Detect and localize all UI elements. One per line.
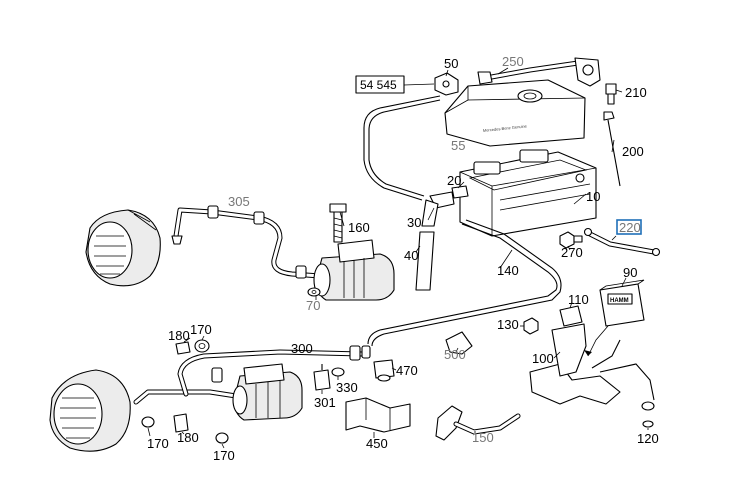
bracket-500[interactable] bbox=[445, 331, 473, 355]
cable-150[interactable] bbox=[435, 405, 521, 441]
reference-box bbox=[355, 75, 405, 94]
cable-140[interactable] bbox=[367, 219, 562, 347]
grommet-170c[interactable] bbox=[215, 432, 229, 444]
battery-clamp-50[interactable] bbox=[434, 72, 459, 96]
callout-90[interactable]: 90 bbox=[623, 265, 637, 280]
callout-150[interactable]: 150 bbox=[472, 430, 494, 445]
callout-10[interactable]: 10 bbox=[586, 189, 600, 204]
highlight-box-220 bbox=[616, 219, 642, 235]
callout-180b[interactable]: 180 bbox=[177, 430, 199, 445]
svg-text:HAMM: HAMM bbox=[610, 298, 629, 304]
callout-300[interactable]: 300 bbox=[291, 341, 313, 356]
cable-250[interactable] bbox=[477, 57, 601, 87]
cable-300[interactable] bbox=[133, 345, 371, 405]
bracket-450[interactable] bbox=[345, 397, 411, 433]
callout-100[interactable]: 100 bbox=[532, 351, 554, 366]
alternator-upper[interactable] bbox=[85, 209, 161, 287]
callout-450[interactable]: 450 bbox=[366, 436, 388, 451]
callout-110[interactable]: 110 bbox=[568, 292, 589, 307]
callout-170b[interactable]: 170 bbox=[147, 436, 169, 451]
vent-hose[interactable] bbox=[415, 185, 469, 291]
callout-470[interactable]: 470 bbox=[396, 363, 418, 378]
callout-170c[interactable]: 170 bbox=[213, 448, 235, 463]
callout-120[interactable]: 120 bbox=[637, 431, 659, 446]
callout-50[interactable]: 50 bbox=[444, 56, 458, 71]
grommet-170b[interactable] bbox=[141, 416, 155, 428]
callout-301[interactable]: 301 bbox=[314, 395, 336, 410]
battery-cover[interactable]: Mercedes-Benz Genuine bbox=[444, 79, 586, 147]
bolt-210[interactable] bbox=[605, 83, 617, 105]
svg-text:Mercedes-Benz Genuine: Mercedes-Benz Genuine bbox=[483, 123, 528, 133]
starter-lower[interactable] bbox=[232, 363, 303, 421]
callout-210[interactable]: 210 bbox=[625, 85, 647, 100]
nut-130[interactable] bbox=[523, 317, 539, 335]
grommet-330[interactable] bbox=[331, 367, 345, 377]
bolt-120[interactable] bbox=[641, 401, 655, 428]
fuse-box-90[interactable]: HAMM bbox=[599, 279, 645, 327]
cable-220[interactable] bbox=[583, 227, 661, 257]
callout-130[interactable]: 130 bbox=[497, 317, 519, 332]
callout-170a[interactable]: 170 bbox=[190, 322, 212, 337]
starter-upper[interactable] bbox=[313, 239, 395, 301]
callout-305[interactable]: 305 bbox=[228, 194, 250, 209]
nut-270[interactable] bbox=[559, 231, 583, 249]
callout-180a[interactable]: 180 bbox=[168, 328, 190, 343]
callout-20[interactable]: 20 bbox=[447, 173, 461, 188]
callout-330[interactable]: 330 bbox=[336, 380, 358, 395]
cable-305[interactable] bbox=[171, 205, 323, 279]
callout-220[interactable]: 220 bbox=[619, 220, 641, 235]
callout-70[interactable]: 70 bbox=[306, 298, 320, 313]
leader-lines bbox=[147, 67, 649, 449]
fitting-180a[interactable] bbox=[175, 341, 191, 355]
bolt-160[interactable] bbox=[329, 203, 347, 243]
bracket-54545[interactable] bbox=[363, 95, 441, 201]
callout-500[interactable]: 500 bbox=[444, 347, 466, 362]
callout-30[interactable]: 30 bbox=[407, 215, 421, 230]
callout-140[interactable]: 140 bbox=[497, 263, 519, 278]
battery[interactable] bbox=[459, 149, 597, 237]
callout-250[interactable]: 250 bbox=[502, 54, 524, 69]
relay-301[interactable] bbox=[313, 364, 331, 391]
callout-54545[interactable]: 54 545 bbox=[360, 78, 397, 92]
callout-40[interactable]: 40 bbox=[404, 248, 418, 263]
rod-200[interactable] bbox=[603, 111, 621, 187]
relay-110[interactable] bbox=[559, 305, 583, 327]
callout-160[interactable]: 160 bbox=[348, 220, 370, 235]
grommet-170a[interactable] bbox=[194, 339, 210, 353]
alternator-lower[interactable] bbox=[49, 369, 131, 452]
washer-70[interactable] bbox=[307, 287, 321, 297]
holder-100[interactable] bbox=[529, 323, 655, 405]
fitting-180b[interactable] bbox=[173, 413, 189, 433]
callout-270[interactable]: 270 bbox=[561, 245, 583, 260]
callout-200[interactable]: 200 bbox=[622, 144, 644, 159]
callout-55[interactable]: 55 bbox=[451, 138, 465, 153]
terminal-470[interactable] bbox=[373, 359, 395, 382]
